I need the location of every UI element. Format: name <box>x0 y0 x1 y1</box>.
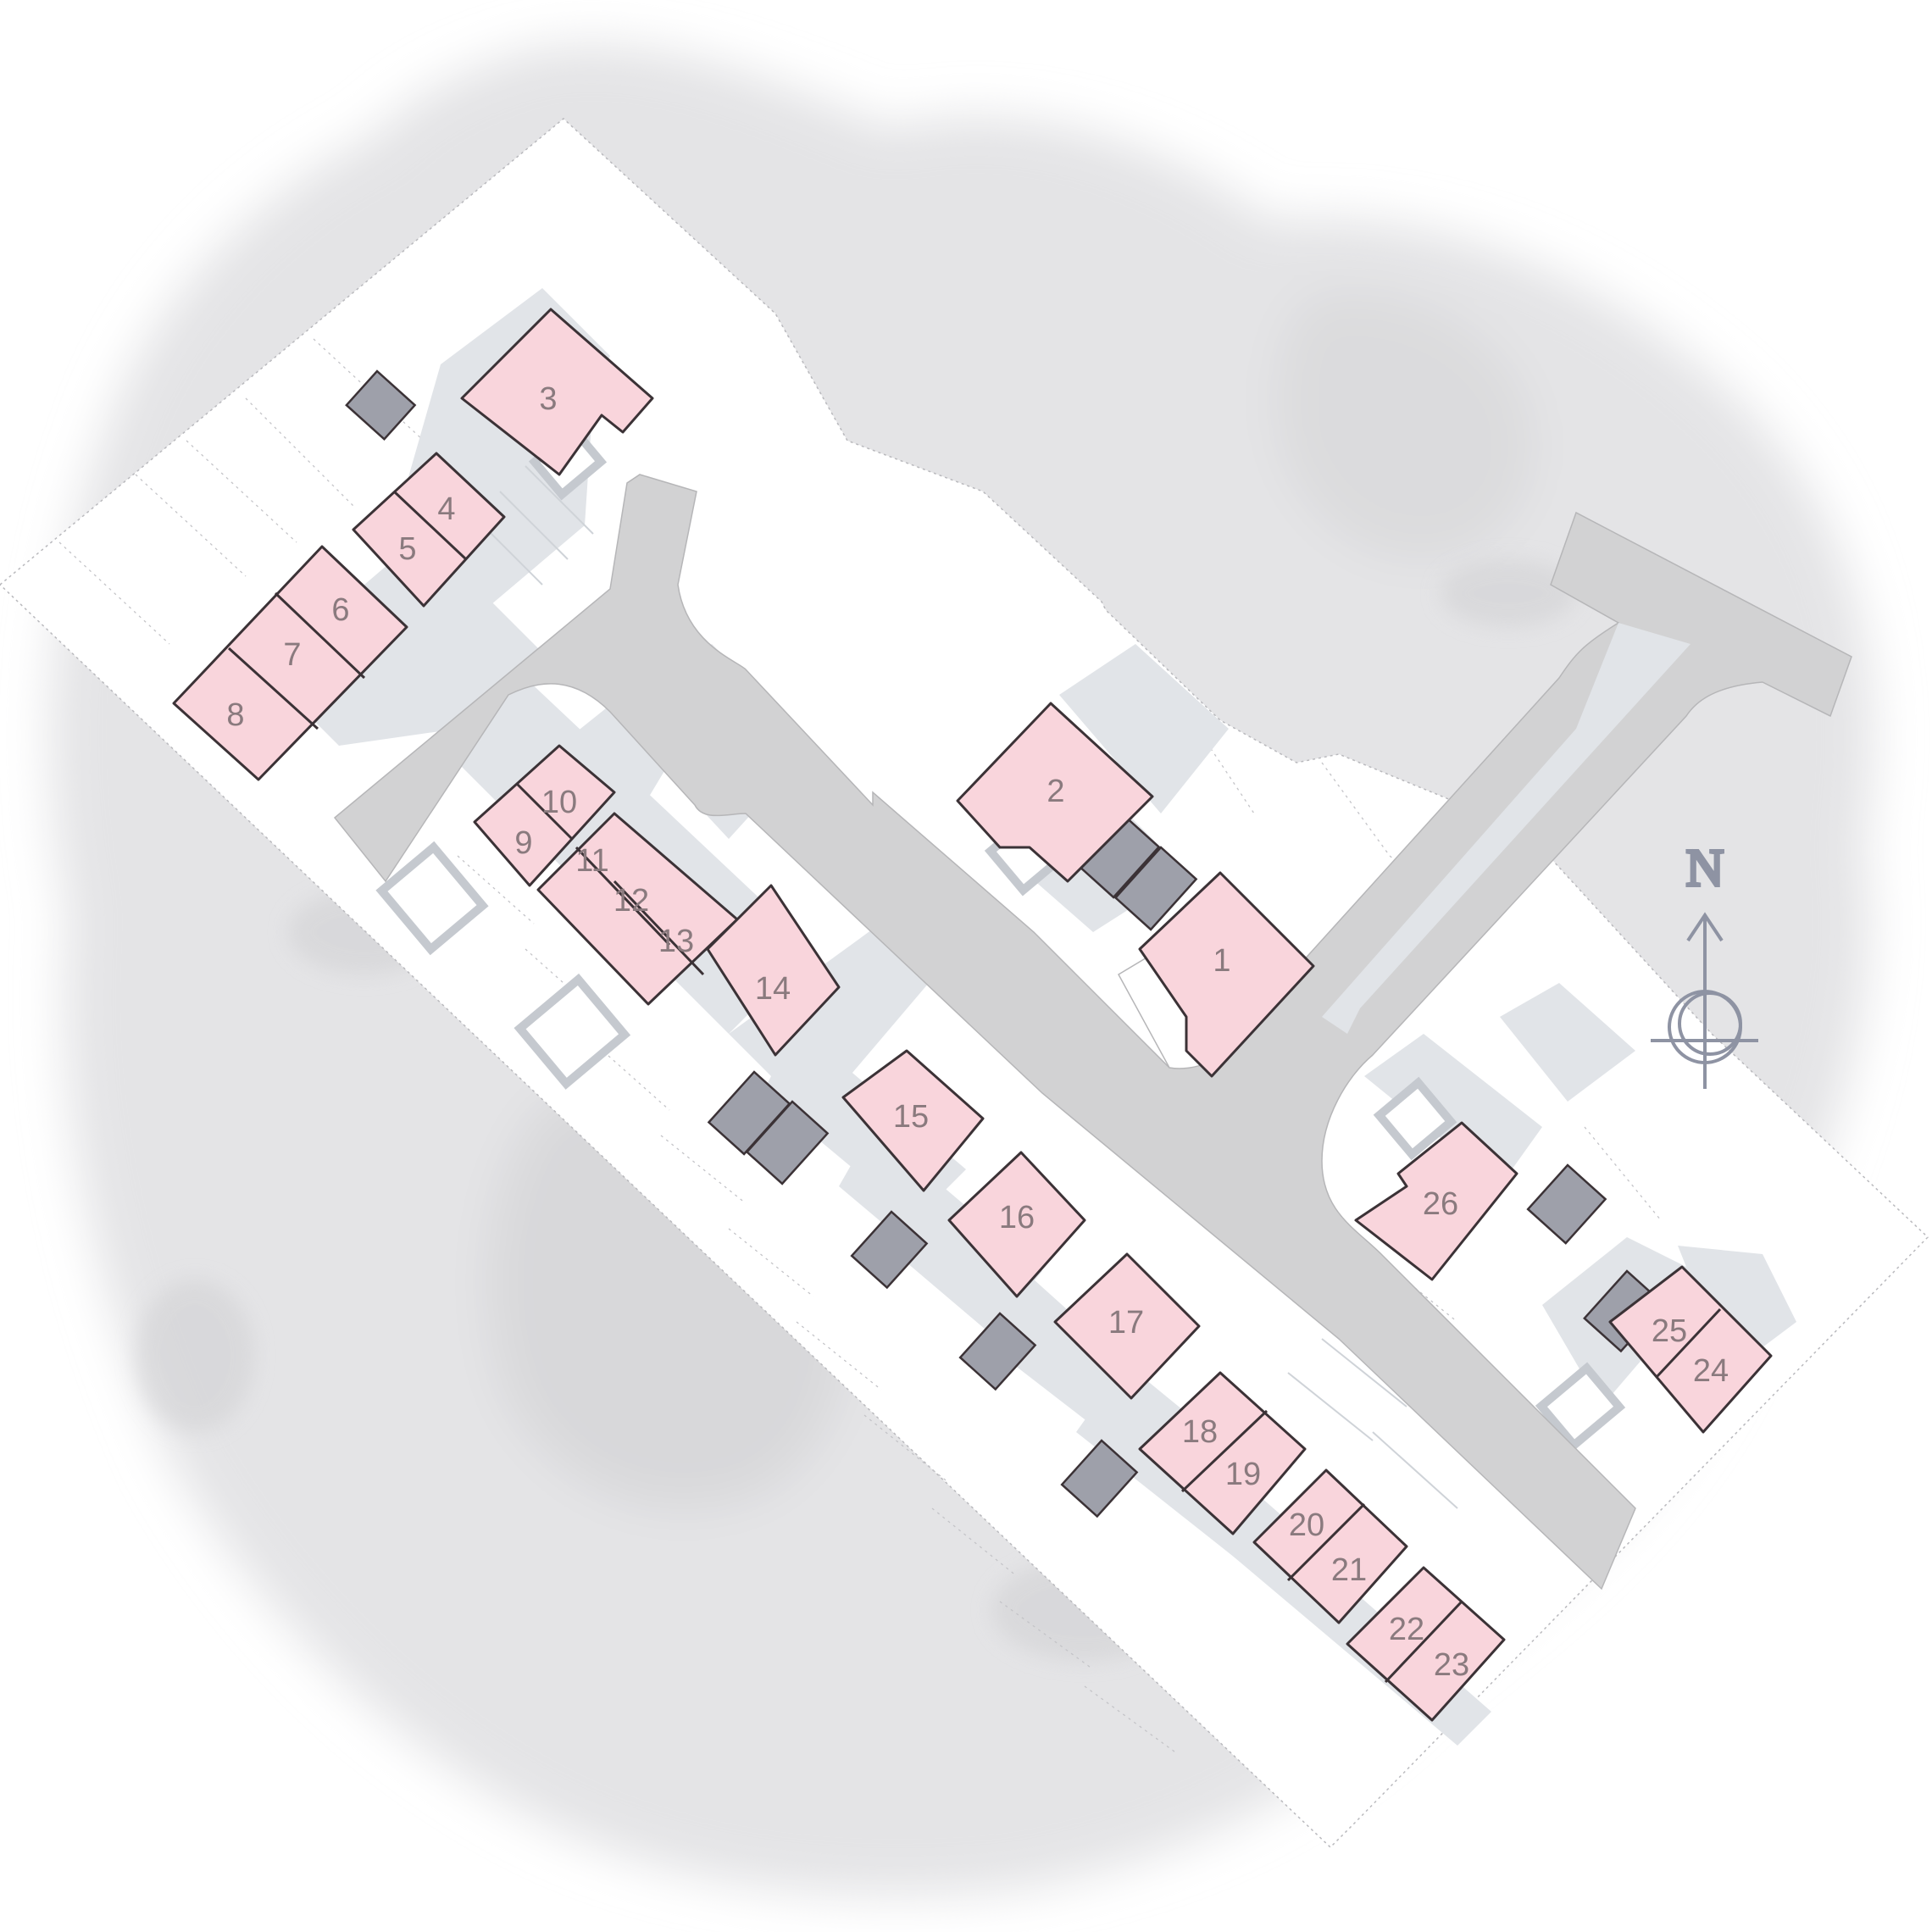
plot-label-20[interactable]: 20 <box>1289 1507 1324 1543</box>
plot-label-3[interactable]: 3 <box>539 381 557 417</box>
compass-circle-inner <box>1678 991 1742 1056</box>
house-6-7-8 <box>172 545 408 781</box>
plot-label-4[interactable]: 4 <box>437 491 455 527</box>
plot-label-21[interactable]: 21 <box>1331 1552 1367 1588</box>
plot-label-25[interactable]: 25 <box>1652 1313 1687 1349</box>
plot-label-24[interactable]: 24 <box>1693 1353 1729 1389</box>
house-1 <box>1138 871 1315 1078</box>
plot-label-22[interactable]: 22 <box>1389 1612 1424 1647</box>
house-22-23 <box>1346 1566 1506 1722</box>
house-24-25 <box>1608 1265 1773 1434</box>
houses <box>172 308 1773 1722</box>
main-road <box>333 474 1852 1591</box>
plot-label-26[interactable]: 26 <box>1423 1186 1458 1222</box>
plot-label-6[interactable]: 6 <box>331 592 349 628</box>
plot-label-23[interactable]: 23 <box>1434 1647 1469 1683</box>
house-26 <box>1354 1121 1518 1281</box>
house-4-5 <box>352 452 506 608</box>
plot-label-19[interactable]: 19 <box>1225 1457 1261 1492</box>
plot-label-18[interactable]: 18 <box>1182 1414 1218 1450</box>
house-20-21 <box>1252 1468 1408 1624</box>
plot-label-11[interactable]: 11 <box>575 843 608 879</box>
plot-label-13[interactable]: 13 <box>658 924 694 959</box>
compass-rose: N <box>1651 838 1758 1089</box>
plot-label-1[interactable]: 1 <box>1213 943 1230 979</box>
house-17 <box>1053 1252 1201 1400</box>
plot-label-2[interactable]: 2 <box>1046 774 1064 809</box>
garages <box>345 369 1665 1518</box>
house-9-10 <box>473 744 616 887</box>
plot-label-7[interactable]: 7 <box>283 637 301 673</box>
house-15 <box>841 1049 985 1192</box>
plot-label-16[interactable]: 16 <box>999 1200 1035 1235</box>
house-3 <box>460 308 654 476</box>
plot-label-9[interactable]: 9 <box>514 825 532 861</box>
compass-north-label: N <box>1686 840 1724 897</box>
plot-label-12[interactable]: 12 <box>613 883 649 919</box>
house-16 <box>947 1151 1086 1298</box>
plot-label-8[interactable]: 8 <box>226 697 244 733</box>
plot-labels: 1 2 3 4 5 6 7 8 9 10 11 12 13 14 15 16 1… <box>226 381 1729 1683</box>
plot-label-10[interactable]: 10 <box>541 785 577 820</box>
house-14 <box>706 884 841 1057</box>
plot-label-14[interactable]: 14 <box>755 971 791 1007</box>
north-arrow-head <box>1686 912 1724 942</box>
plot-label-5[interactable]: 5 <box>398 531 416 567</box>
house-2 <box>956 702 1154 883</box>
plot-label-15[interactable]: 15 <box>893 1099 929 1135</box>
plot-label-17[interactable]: 17 <box>1108 1305 1144 1341</box>
footpath <box>1322 623 1690 1034</box>
